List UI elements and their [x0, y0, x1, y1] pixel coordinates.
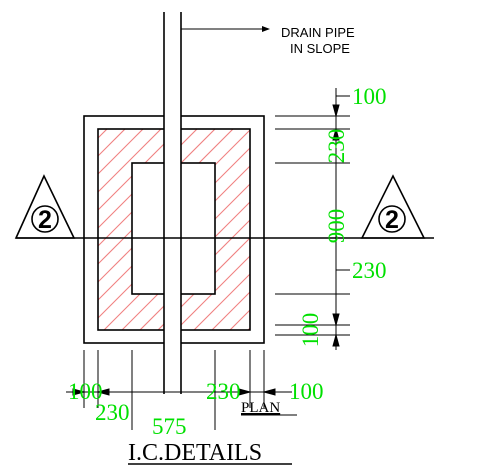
- hatch-line: [98, 129, 245, 330]
- section-marker-right-number: 2: [385, 206, 399, 234]
- bottom-dimension-chain: [66, 350, 292, 430]
- dim-bottom-right-outer: 100: [289, 379, 324, 404]
- dim-right-middle: 900: [324, 209, 349, 244]
- section-marker-left-number: 2: [38, 206, 52, 234]
- drain-pipe-label-line2: IN SLOPE: [290, 41, 350, 56]
- dim-bottom-center: 575: [152, 414, 187, 439]
- hatch-line: [266, 100, 489, 330]
- dim-right-bottom: 100: [298, 313, 323, 348]
- hatch-line: [157, 129, 250, 330]
- hatch-line: [98, 129, 250, 330]
- plan-label: PLAN: [241, 400, 280, 416]
- drain-pipe-label-line1: DRAIN PIPE: [281, 25, 355, 40]
- drawing-title: I.C.DETAILS: [128, 440, 262, 466]
- right-dimension-chain: [275, 88, 350, 350]
- hatch-line: [98, 129, 173, 330]
- hatch-line: [121, 129, 250, 330]
- pipe-gap: [164, 100, 181, 385]
- dim-right-lower: 230: [352, 258, 387, 283]
- dim-bottom-left-inner: 230: [95, 400, 130, 425]
- dim-right-upper: 230: [324, 129, 349, 164]
- hatch-line: [98, 129, 155, 330]
- section-marker-left: 2: [14, 174, 76, 239]
- hatch-line: [98, 129, 250, 330]
- hatch-line: [247, 129, 250, 330]
- hatch-line: [175, 129, 250, 330]
- hatch-line: [193, 129, 250, 330]
- dim-bottom-left-outer: 100: [68, 379, 103, 404]
- hatch-line: [103, 129, 250, 330]
- wall-hatching: [98, 100, 489, 330]
- hatch-line: [98, 129, 119, 330]
- dim-bottom-right-inner: 230: [206, 379, 241, 404]
- hatch-line: [98, 129, 191, 330]
- section-marker-right: 2: [360, 174, 426, 239]
- drain-pipe-leader: [181, 26, 270, 32]
- hatch-line: [98, 129, 227, 330]
- dim-right-top: 100: [352, 84, 387, 109]
- hatch-line: [98, 129, 137, 330]
